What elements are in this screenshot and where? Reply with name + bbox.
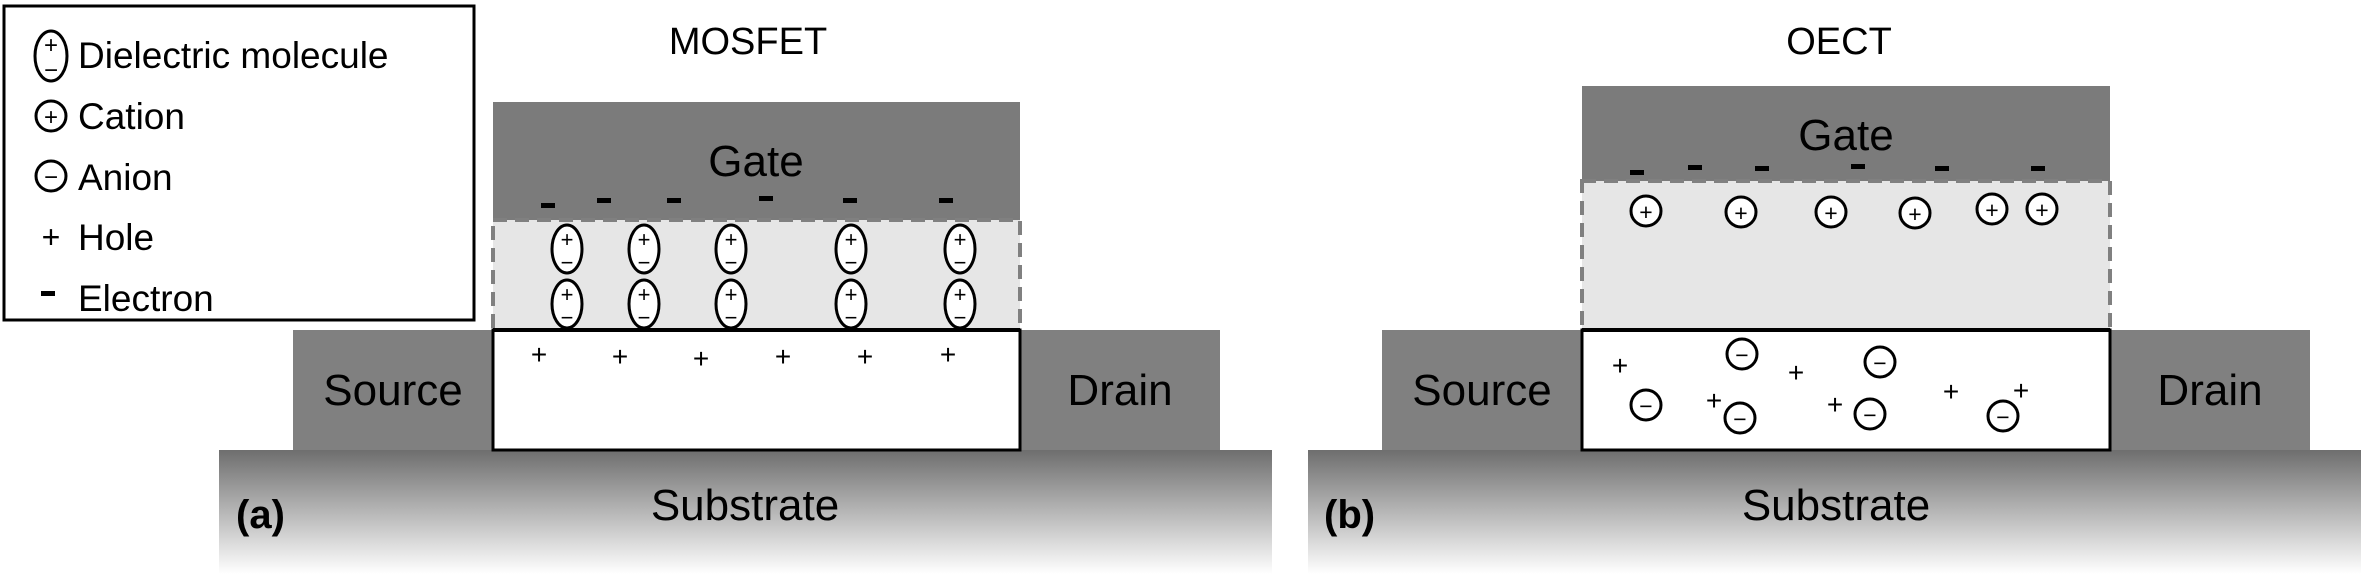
svg-text:+: + — [940, 339, 956, 370]
anion-icon: − — [34, 159, 68, 193]
drain-contact-b — [2110, 330, 2310, 450]
svg-text:+: + — [954, 227, 967, 252]
gate-a — [493, 102, 1020, 220]
svg-text:−: − — [1733, 406, 1746, 432]
svg-text:+: + — [638, 282, 651, 307]
svg-text:+: + — [845, 227, 858, 252]
gate-b — [1582, 86, 2110, 181]
svg-text:+: + — [954, 282, 967, 307]
gate-electrons-b — [1630, 164, 2045, 175]
svg-text:−: − — [44, 57, 58, 84]
svg-text:+: + — [638, 227, 651, 252]
svg-text:+: + — [725, 282, 738, 307]
drain-label-b: Drain — [2157, 366, 2262, 415]
substrate-label-a: Substrate — [651, 481, 839, 530]
legend-label-hole: Hole — [78, 217, 154, 258]
svg-text:−: − — [638, 305, 651, 330]
panel-title-mosfet: MOSFET — [669, 21, 827, 63]
svg-text:−: − — [1873, 350, 1886, 376]
svg-text:−: − — [954, 305, 967, 330]
cation-icon: + — [34, 99, 68, 133]
substrate-label-b: Substrate — [1742, 481, 1930, 530]
svg-text:+: + — [775, 341, 791, 372]
channel-holes-b: + + + + + + — [1612, 350, 2029, 420]
legend-label-anion: Anion — [78, 157, 173, 198]
svg-text:+: + — [1612, 350, 1628, 381]
svg-text:−: − — [725, 250, 738, 275]
channel-a — [491, 328, 1022, 452]
svg-text:−: − — [725, 305, 738, 330]
svg-text:+: + — [531, 339, 547, 370]
svg-text:+: + — [561, 227, 574, 252]
substrate-b — [1308, 450, 2361, 574]
legend-label-electron: Electron — [78, 278, 214, 319]
svg-text:−: − — [1639, 393, 1652, 419]
svg-text:−: − — [1863, 402, 1876, 428]
svg-text:+: + — [561, 282, 574, 307]
svg-text:+: + — [612, 341, 628, 372]
svg-text:+: + — [693, 343, 709, 374]
panel-label-b: (b) — [1324, 493, 1375, 537]
svg-text:+: + — [845, 282, 858, 307]
svg-text:+: + — [1734, 200, 1747, 226]
svg-text:−: − — [638, 250, 651, 275]
legend-label-cation: Cation — [78, 96, 185, 137]
channel-anions-b: − − − − − − — [1629, 337, 2020, 435]
channel-b — [1580, 328, 2112, 452]
svg-text:+: + — [1824, 200, 1837, 226]
svg-text:+: + — [44, 104, 58, 131]
svg-text:+: + — [857, 341, 873, 372]
svg-text:−: − — [1996, 404, 2009, 430]
drain-contact-a — [1020, 330, 1220, 450]
svg-text:−: − — [561, 305, 574, 330]
svg-text:−: − — [44, 164, 58, 191]
drain-label-a: Drain — [1067, 366, 1172, 415]
substrate-a — [219, 450, 1272, 574]
legend-frame — [2, 4, 476, 322]
svg-text:+: + — [1827, 389, 1843, 420]
source-label-b: Source — [1412, 366, 1551, 415]
svg-text:+: + — [1706, 385, 1722, 416]
panel-oect: OECT Substrate (b) Source Drain Gate + +… — [1308, 21, 2361, 574]
svg-text:−: − — [1735, 342, 1748, 368]
panel-mosfet: MOSFET Substrate (a) Source Drain Gate +… — [219, 21, 1272, 574]
svg-text:−: − — [845, 250, 858, 275]
channel-holes-a: + + + + + + — [531, 339, 956, 374]
svg-text:+: + — [1985, 197, 1998, 223]
svg-text:−: − — [954, 250, 967, 275]
source-contact-a — [293, 330, 493, 450]
panel-label-a: (a) — [236, 493, 285, 537]
legend-label-dielectric: Dielectric molecule — [78, 35, 389, 76]
electron-icon — [41, 291, 55, 296]
svg-text:+: + — [1788, 357, 1804, 388]
gate-electrons-a — [541, 196, 953, 208]
hole-icon: + — [42, 219, 61, 255]
svg-text:+: + — [1639, 199, 1652, 225]
panel-title-oect: OECT — [1786, 21, 1892, 63]
svg-text:+: + — [44, 32, 58, 59]
svg-text:+: + — [725, 227, 738, 252]
dielectric-molecules-a: +− +− +− +− +− +− +− +− +− +− — [550, 223, 977, 330]
source-contact-b — [1382, 330, 1582, 450]
legend: + − Dielectric molecule + Cation − Anion… — [2, 4, 476, 322]
svg-text:+: + — [2013, 375, 2029, 406]
svg-text:−: − — [561, 250, 574, 275]
svg-text:+: + — [1943, 376, 1959, 407]
gate-label-a: Gate — [708, 137, 803, 186]
dielectric-molecule-icon: + − — [33, 29, 69, 84]
svg-text:+: + — [1908, 201, 1921, 227]
source-label-a: Source — [323, 366, 462, 415]
electrolyte-cations-b: + + + + + + — [1629, 192, 2059, 230]
gate-label-b: Gate — [1798, 111, 1893, 160]
svg-text:−: − — [845, 305, 858, 330]
svg-text:+: + — [2035, 197, 2048, 223]
